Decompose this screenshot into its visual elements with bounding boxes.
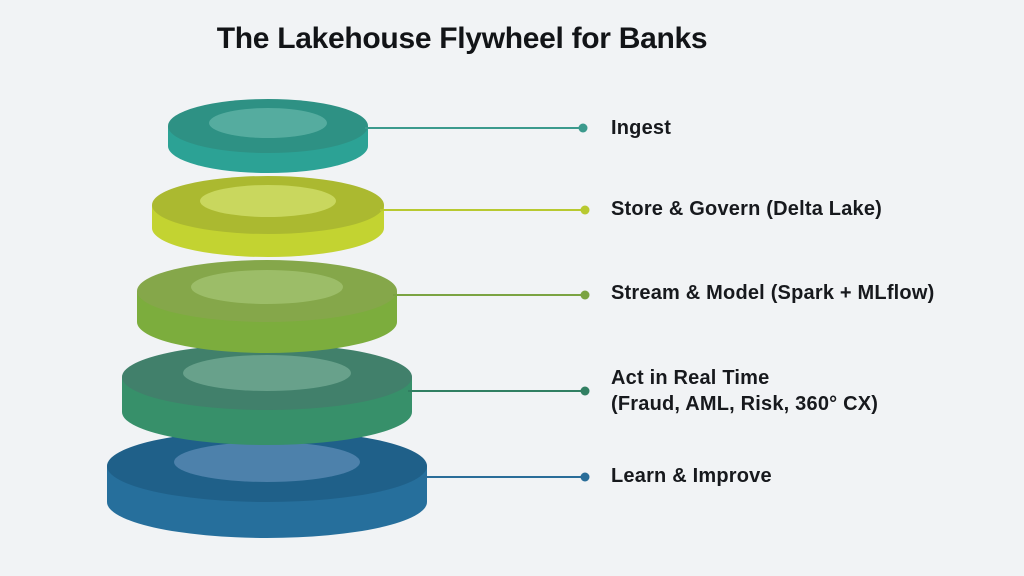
label-text: Store & Govern (Delta Lake): [611, 198, 883, 220]
label-text: Stream & Model (Spark + MLflow): [611, 282, 935, 304]
connector-stream-model: [393, 290, 590, 300]
disc-inner-face: [209, 108, 327, 138]
label-store-govern: Store & Govern (Delta Lake): [611, 196, 882, 222]
label-text: Act in Real Time: [611, 367, 770, 389]
connector-dot: [580, 205, 590, 215]
disc-inner-face: [183, 355, 351, 391]
label-stream-model: Stream & Model (Spark + MLflow): [611, 280, 934, 306]
connector-store-govern: [380, 205, 590, 215]
label-text: Learn & Improve: [611, 465, 772, 487]
connector-dot: [580, 386, 590, 396]
connector-act-real-time: [408, 386, 590, 396]
disc-ingest: [168, 99, 368, 173]
disc-store-govern: [152, 176, 384, 257]
label-text: Ingest: [611, 117, 672, 139]
connector-dot: [578, 123, 588, 133]
disc-learn-improve: [107, 430, 427, 538]
label-ingest: Ingest: [611, 115, 671, 141]
connector-dot: [580, 472, 590, 482]
disc-inner-face: [200, 185, 336, 217]
connector-learn-improve: [423, 472, 590, 482]
disc-inner-face: [174, 442, 360, 482]
disc-inner-face: [191, 270, 343, 304]
label-act-real-time: Act in Real Time (Fraud, AML, Risk, 360°…: [611, 365, 878, 417]
disc-act-in-real-time: [122, 344, 412, 445]
page-title: The Lakehouse Flywheel for Banks: [216, 22, 708, 55]
connector-ingest: [365, 123, 588, 133]
disc-stream-model: [137, 260, 397, 353]
connector-dot: [580, 290, 590, 300]
label-learn-improve: Learn & Improve: [611, 463, 772, 489]
label-subtext: (Fraud, AML, Risk, 360° CX): [611, 393, 879, 415]
